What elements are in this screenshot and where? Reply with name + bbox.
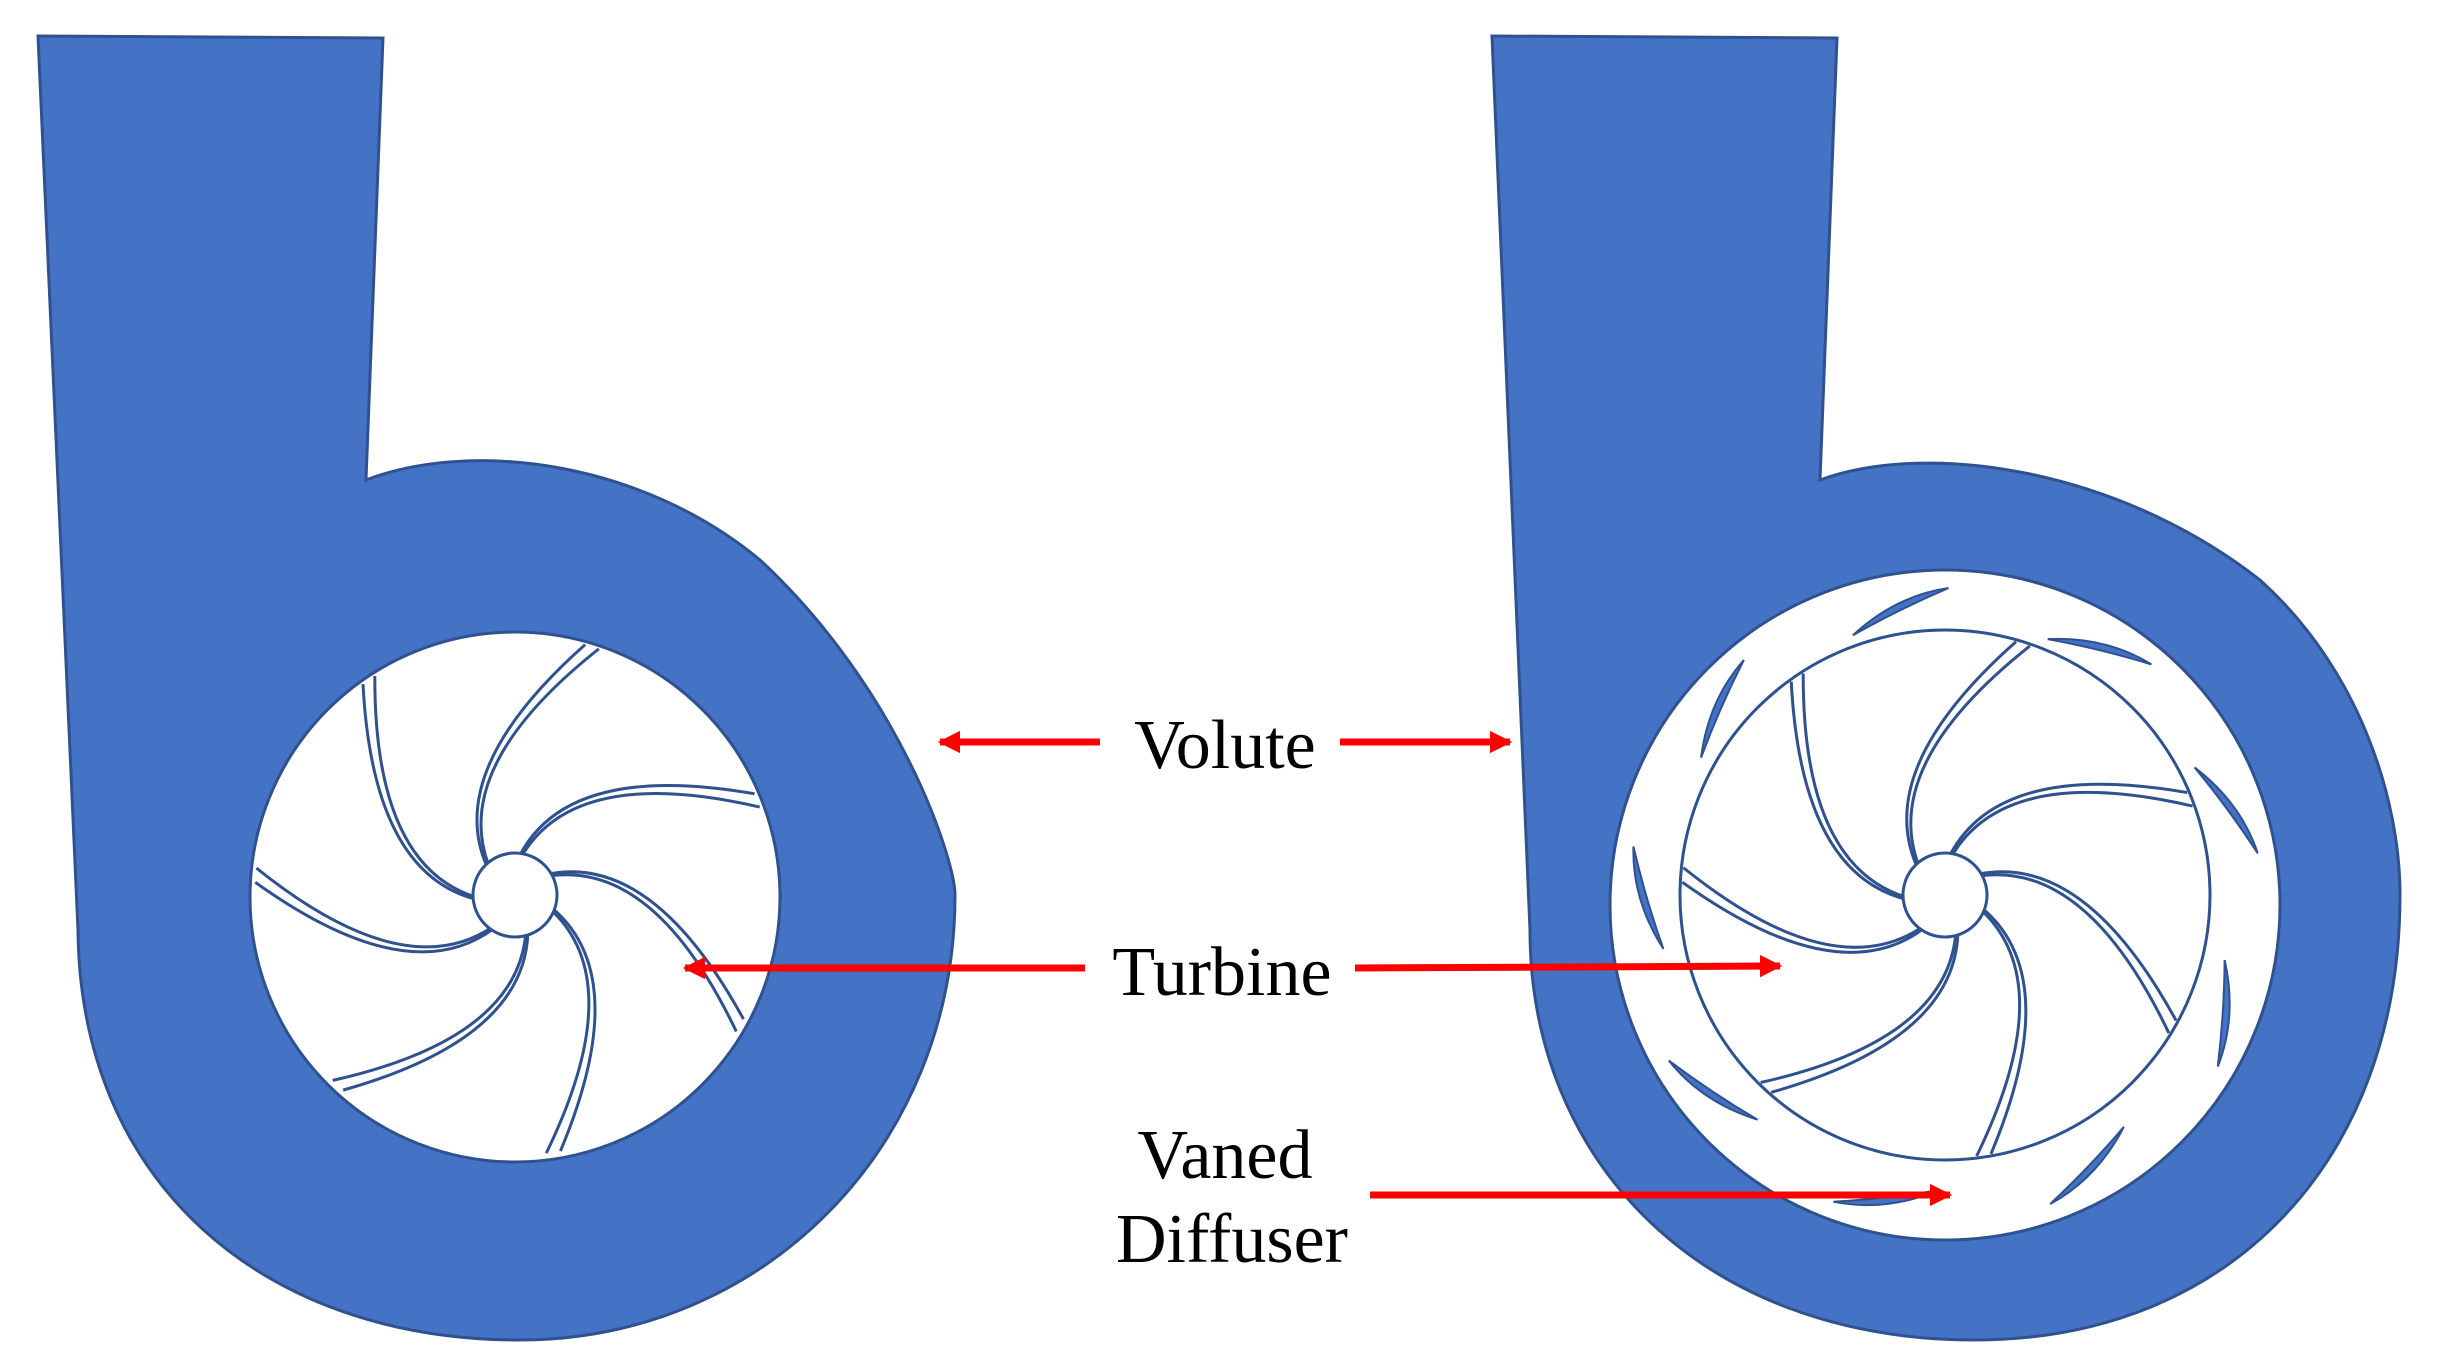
impeller-blade xyxy=(254,881,495,954)
impeller-blade xyxy=(373,676,476,899)
right-pump xyxy=(1490,34,2402,1342)
impeller-blade xyxy=(1909,644,2031,866)
turbine-arrow-right xyxy=(1354,954,1783,978)
impeller-blade xyxy=(255,866,493,949)
impeller-blade xyxy=(479,647,600,866)
diffuser-vane xyxy=(2049,1126,2125,1205)
impeller-blade xyxy=(549,873,738,1033)
impeller-blade xyxy=(1948,782,2188,856)
impeller-blade xyxy=(1681,880,1925,954)
impeller-blade xyxy=(1770,932,1960,1094)
diffuser-vane xyxy=(2216,959,2231,1067)
right-diffuser-vanes xyxy=(1632,587,2259,1207)
impeller-blade xyxy=(342,932,530,1092)
impeller-blade xyxy=(1682,866,1923,949)
impeller-blade xyxy=(1950,790,2193,857)
right-volute-casing xyxy=(1490,34,2402,1342)
impeller-hub xyxy=(471,851,559,939)
impeller-blade xyxy=(1978,870,2178,1022)
diffuser-vane xyxy=(1667,1059,1759,1121)
impeller-blade xyxy=(518,784,755,856)
impeller-blade xyxy=(1905,640,2017,868)
impeller-blade xyxy=(1981,907,2028,1155)
impeller-blade xyxy=(1975,909,2022,1157)
left-impeller xyxy=(254,643,761,1154)
diffuser-vane xyxy=(1632,846,1665,950)
impeller-blade xyxy=(1801,673,1906,899)
left-pump xyxy=(36,34,957,1342)
impeller-blade xyxy=(544,909,591,1154)
impeller-blade xyxy=(1979,873,2171,1034)
diffuser-vane xyxy=(2047,637,2152,666)
annotation-arrows xyxy=(682,730,1953,1207)
impeller-blade xyxy=(332,933,528,1082)
impeller-blade xyxy=(1760,933,1958,1084)
left-volute-casing xyxy=(36,34,957,1342)
vaned-diffuser-label-line2: Diffuser xyxy=(1116,1201,1348,1278)
diffuser-vane xyxy=(1700,659,1745,758)
right-impeller xyxy=(1678,628,2212,1162)
volute-label: Volute xyxy=(1134,707,1316,784)
impeller-hub xyxy=(1901,851,1989,939)
vaned-diffuser-label-line1: Vaned xyxy=(1138,1117,1313,1194)
impeller-blade xyxy=(475,643,587,868)
impeller-blade xyxy=(551,907,597,1152)
impeller-blade xyxy=(520,792,761,857)
impeller-blade xyxy=(361,683,476,901)
impeller-blade xyxy=(548,870,745,1020)
turbine-label: Turbine xyxy=(1112,934,1331,1011)
impeller-blade xyxy=(1789,681,1906,901)
diffuser-vane xyxy=(1852,587,1949,637)
diffuser-vane xyxy=(2193,766,2259,854)
